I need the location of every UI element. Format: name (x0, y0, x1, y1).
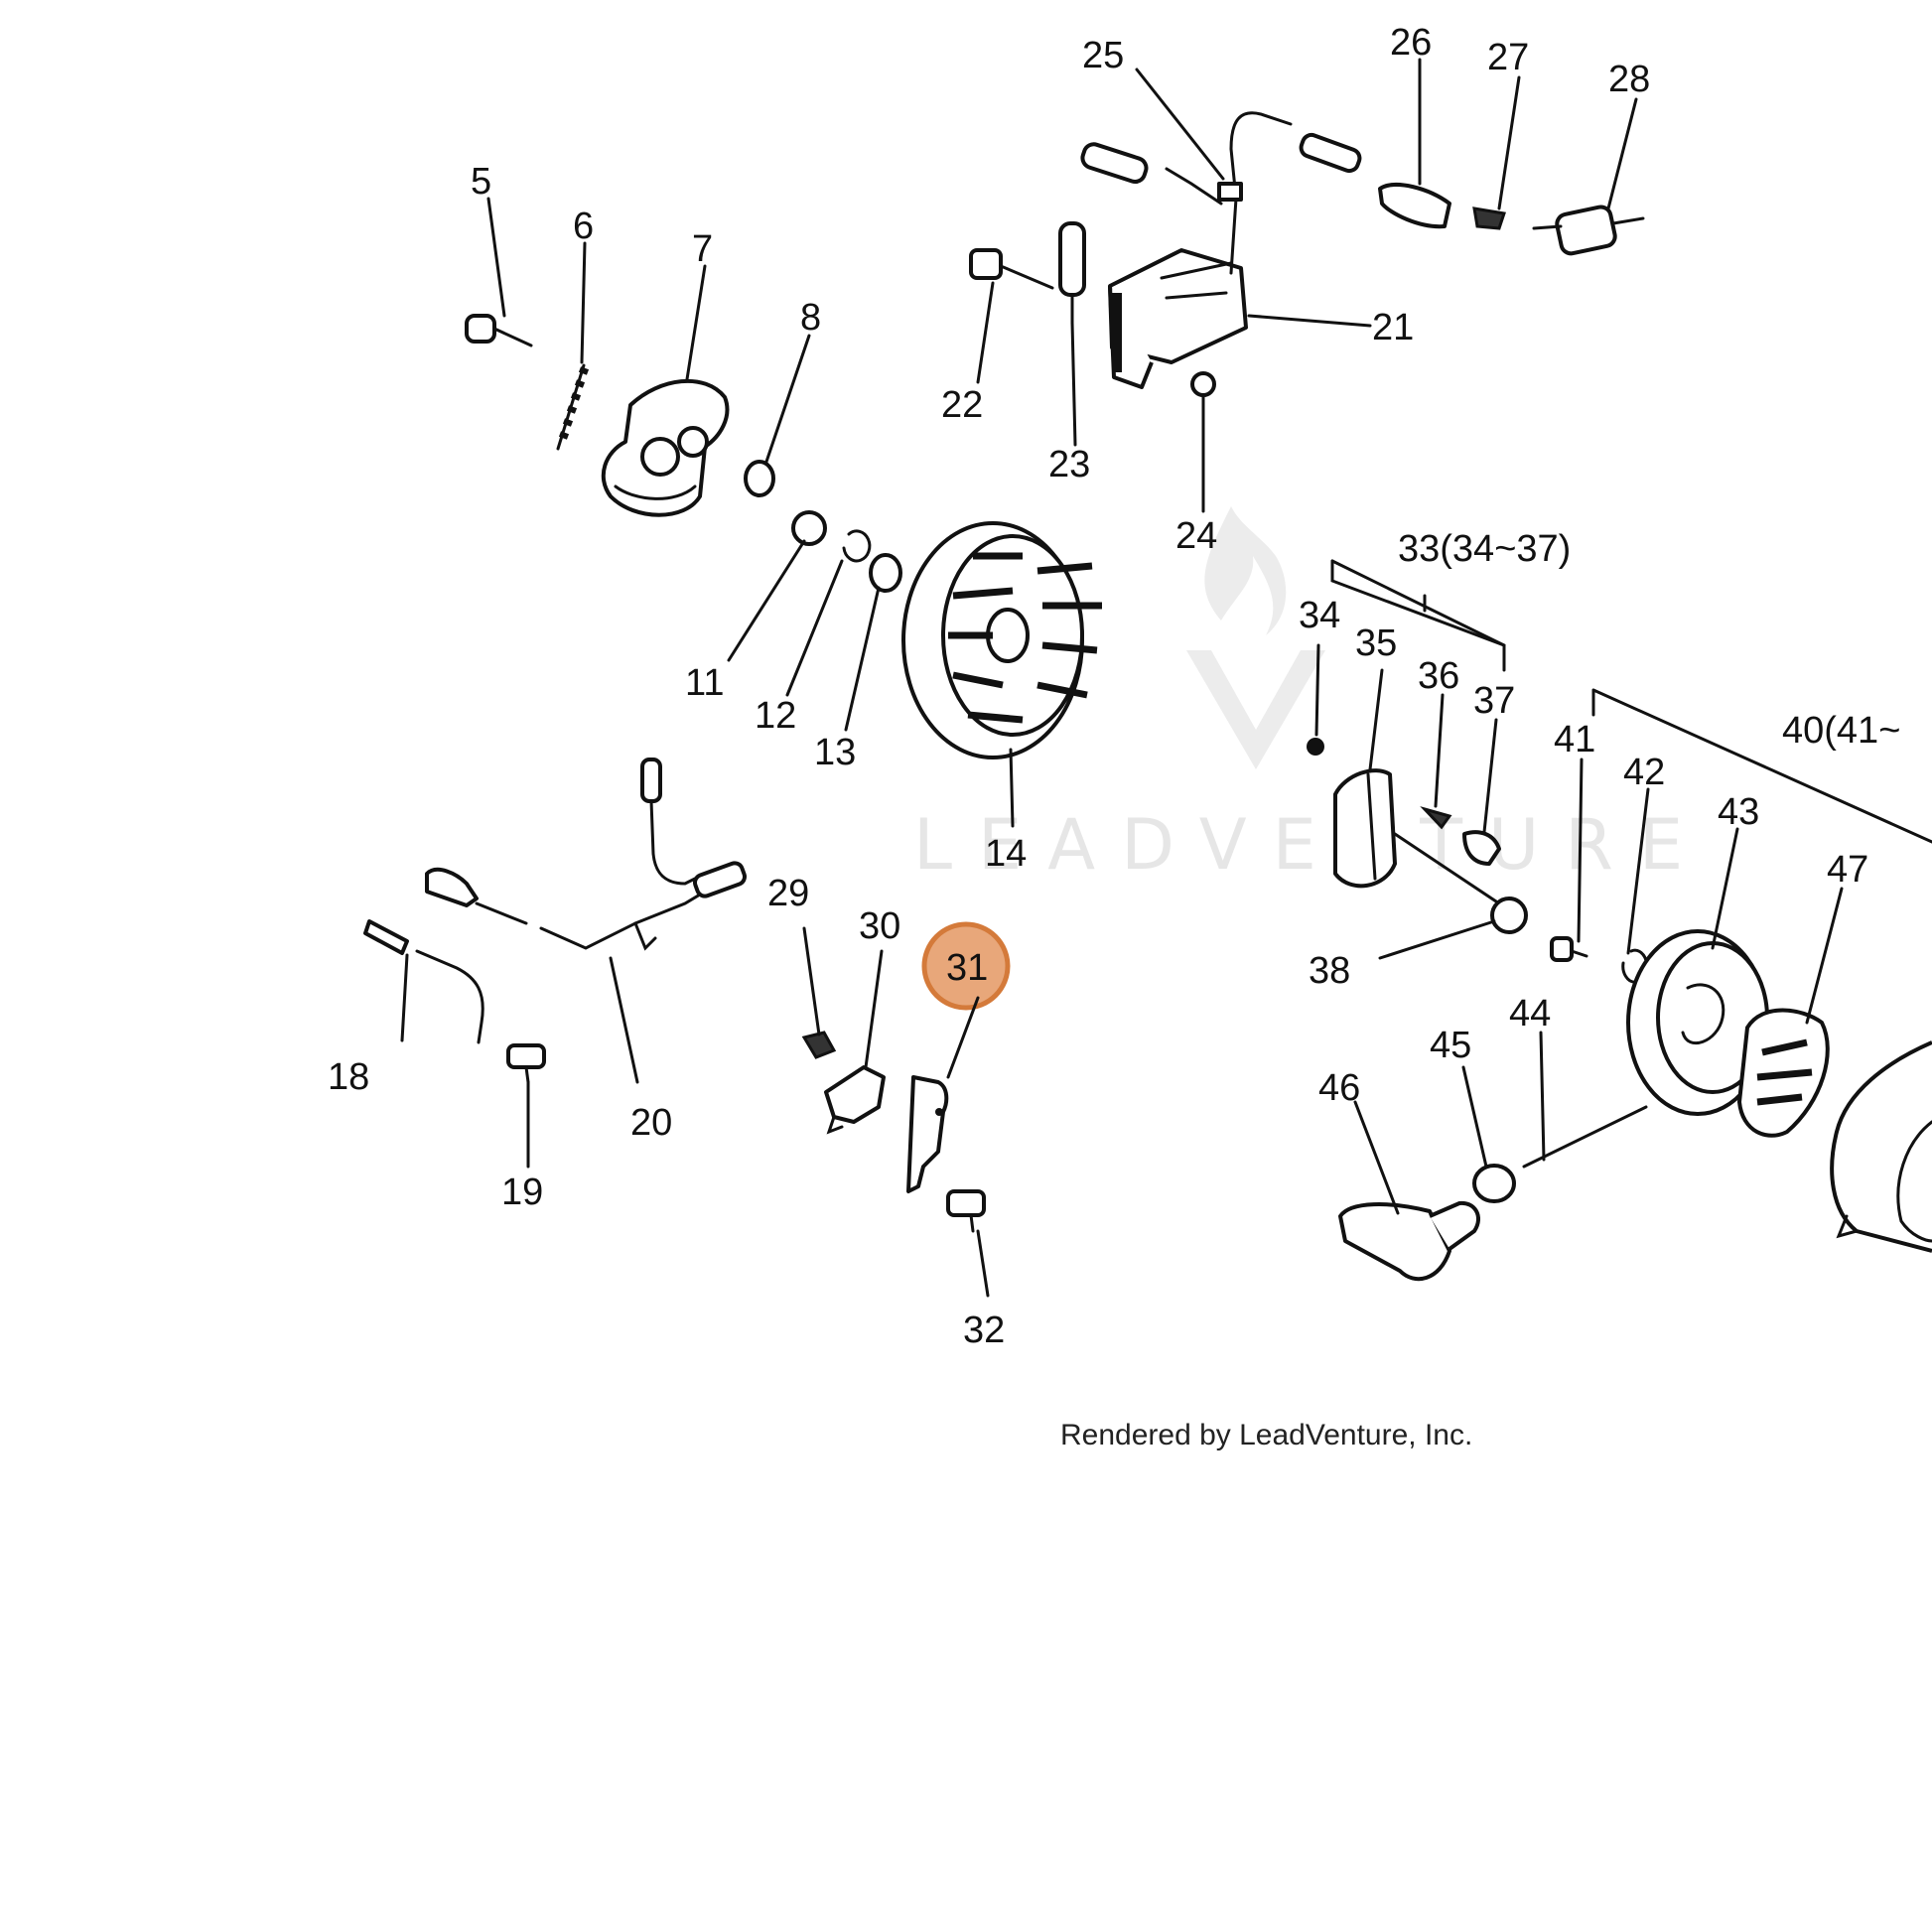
part-25-cord[interactable] (1080, 111, 1362, 275)
part-7-clutch[interactable] (601, 378, 730, 517)
label-part-11[interactable]: 11 (685, 662, 724, 704)
label-part-26[interactable]: 26 (1390, 22, 1432, 64)
part-27-terminal[interactable] (1472, 207, 1506, 230)
label-part-41[interactable]: 41 (1554, 719, 1595, 760)
label-part-23[interactable]: 23 (1048, 444, 1090, 485)
part-24-washer[interactable] (1190, 371, 1216, 397)
part-45-guide[interactable] (1472, 1164, 1516, 1203)
label-part-34[interactable]: 34 (1299, 595, 1340, 636)
watermark-v-logo-icon (1186, 650, 1325, 769)
label-part-35[interactable]: 35 (1355, 622, 1397, 664)
label-part-13[interactable]: 13 (814, 732, 856, 773)
label-part-45[interactable]: 45 (1430, 1025, 1471, 1066)
label-part-12[interactable]: 12 (755, 695, 796, 737)
label-part-46[interactable]: 46 (1318, 1067, 1360, 1109)
label-part-25[interactable]: 25 (1082, 35, 1124, 76)
highlight-marker[interactable] (921, 921, 1011, 1011)
label-part-29[interactable]: 29 (767, 873, 809, 914)
label-part-7[interactable]: 7 (692, 228, 713, 270)
part-41-screw[interactable] (1550, 936, 1588, 962)
label-part-36[interactable]: 36 (1418, 655, 1459, 697)
part-6-spring[interactable] (558, 366, 590, 440)
label-part-33[interactable]: 33(34~37) (1398, 528, 1571, 570)
label-part-43[interactable]: 43 (1718, 791, 1759, 833)
watermark-flame-icon (1204, 506, 1287, 635)
part-31-plate[interactable] (906, 1075, 949, 1193)
watermark: LEADVENTURE (913, 506, 1709, 886)
label-part-20[interactable]: 20 (630, 1102, 672, 1144)
part-number-labels: 5 6 7 8 11 12 13 14 18 19 20 21 22 23 24… (328, 22, 1900, 1351)
leader-lines (400, 58, 1932, 1298)
part-47-spring-case[interactable] (1737, 1008, 1830, 1138)
render-credit: Rendered by LeadVenture, Inc. (1060, 1419, 1472, 1451)
label-part-22[interactable]: 22 (941, 384, 983, 426)
label-part-42[interactable]: 42 (1623, 752, 1665, 793)
label-part-5[interactable]: 5 (471, 161, 491, 203)
label-part-38[interactable]: 38 (1309, 950, 1350, 992)
label-part-47[interactable]: 47 (1827, 849, 1868, 891)
part-19-screw[interactable] (506, 1043, 546, 1084)
part-26-cap[interactable] (1378, 183, 1451, 229)
label-part-18[interactable]: 18 (328, 1056, 369, 1098)
label-part-8[interactable]: 8 (800, 297, 821, 339)
part-13-washer[interactable] (869, 553, 902, 593)
part-36-spring[interactable] (1420, 806, 1452, 830)
label-part-31[interactable]: 31 (946, 947, 988, 989)
part-38-nut[interactable] (1490, 897, 1528, 934)
part-20-wire-harness[interactable] (425, 758, 748, 951)
label-part-27[interactable]: 27 (1487, 37, 1529, 78)
label-part-6[interactable]: 6 (573, 206, 594, 247)
part-11-nut[interactable] (791, 510, 827, 546)
part-22-bolt[interactable] (969, 248, 1054, 290)
label-part-14[interactable]: 14 (985, 833, 1027, 875)
part-37-pawl[interactable] (1462, 830, 1501, 866)
label-part-32[interactable]: 32 (963, 1310, 1005, 1351)
watermark-text: LEADVENTURE (913, 804, 1709, 886)
part-35-pawl[interactable] (1333, 768, 1501, 905)
label-part-24[interactable]: 24 (1175, 515, 1217, 557)
part-43-reel[interactable] (1626, 929, 1769, 1116)
part-23-pin[interactable] (1058, 221, 1086, 325)
part-29-screw[interactable] (801, 1031, 837, 1059)
part-14-flywheel[interactable] (901, 521, 1102, 759)
starter-cover (1830, 1040, 1932, 1253)
part-46-starter-handle[interactable] (1338, 1200, 1480, 1282)
part-5-bolt[interactable] (465, 314, 533, 347)
part-30-switch[interactable] (824, 1065, 886, 1135)
label-part-30[interactable]: 30 (859, 905, 900, 947)
label-part-40[interactable]: 40(41~ (1782, 710, 1900, 752)
label-part-19[interactable]: 19 (501, 1172, 543, 1213)
part-21-ignition-coil[interactable] (1108, 248, 1248, 389)
part-34-pin[interactable] (1307, 738, 1324, 756)
part-12-washer[interactable] (842, 529, 872, 563)
label-part-21[interactable]: 21 (1372, 307, 1414, 348)
label-part-37[interactable]: 37 (1473, 680, 1515, 722)
part-32-screw[interactable] (946, 1189, 986, 1233)
part-8-washer[interactable] (744, 460, 775, 497)
part-28-spark-plug[interactable] (1532, 205, 1645, 256)
label-part-44[interactable]: 44 (1509, 993, 1551, 1035)
part-18-plug-cap[interactable] (363, 919, 484, 1044)
label-part-28[interactable]: 28 (1608, 59, 1650, 100)
